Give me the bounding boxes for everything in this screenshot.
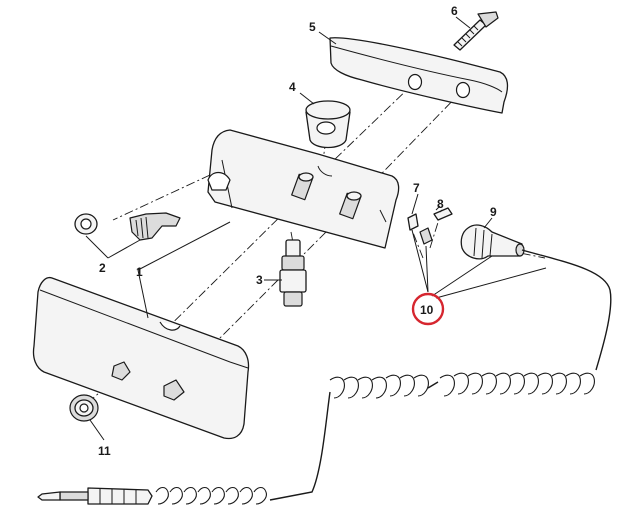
plug-cable (37, 486, 267, 505)
callout-label: 10 (420, 303, 434, 317)
switch-part-3 (279, 239, 307, 307)
screw-part-6 (453, 11, 499, 51)
bracket-part-5 (329, 37, 509, 114)
callout-label: 11 (98, 444, 111, 458)
callout-label: 2 (99, 261, 106, 275)
callout-label: 4 (289, 80, 296, 94)
housing-frame (207, 129, 400, 249)
callout-label: 5 (309, 20, 316, 34)
callout-label: 9 (490, 205, 497, 219)
clip-part-7 (407, 213, 433, 245)
clip-part-8 (433, 205, 453, 221)
cover-part-1 (32, 276, 250, 440)
callout-labels: 1 2 3 4 5 6 7 8 9 10 11 (98, 4, 497, 458)
callout-label: 7 (413, 181, 420, 195)
callout-label: 6 (451, 4, 458, 18)
highlight-ring (411, 292, 445, 326)
nut-and-screw-part-2 (74, 212, 181, 241)
jack-nut-part-11 (69, 394, 99, 422)
callout-label: 3 (256, 273, 263, 287)
callout-label: 8 (437, 197, 444, 211)
callout-label: 1 (136, 265, 143, 279)
strain-relief-part-9 (460, 224, 525, 260)
cup-part-4 (305, 100, 351, 149)
leader-lines (85, 16, 547, 441)
coiled-cord (269, 249, 612, 501)
